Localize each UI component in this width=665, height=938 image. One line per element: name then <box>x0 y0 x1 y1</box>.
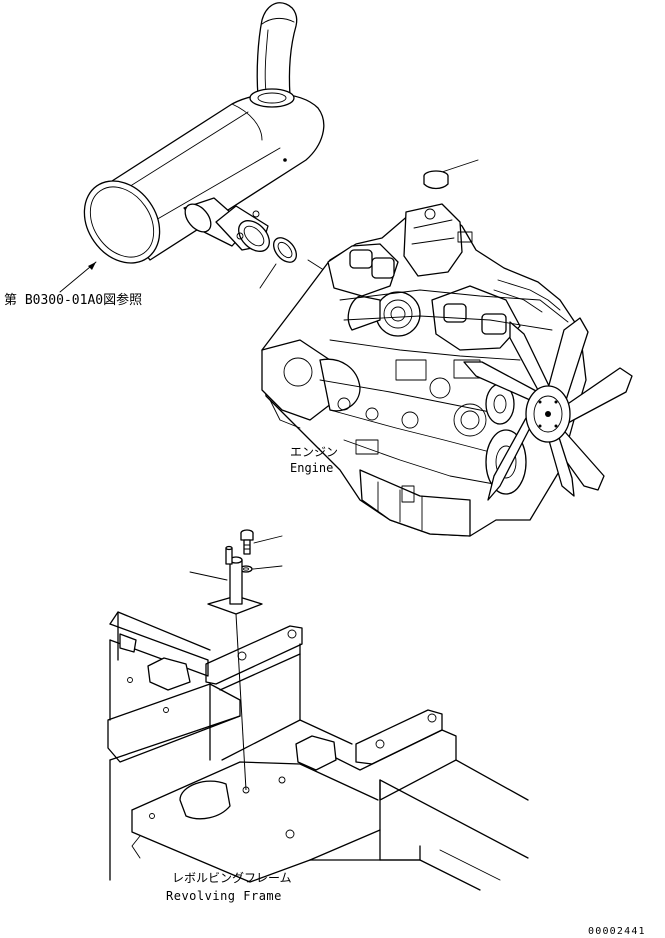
inlet-pipe <box>183 197 270 252</box>
engine-label-jp: エンジン <box>290 445 338 459</box>
reference-label: 第 B0300-01A0図参照 <box>4 292 142 308</box>
gasket-ring <box>273 237 297 263</box>
frame-label-jp: レボルビングフレーム <box>172 871 292 885</box>
cooling-fan <box>463 317 633 501</box>
engine <box>261 170 587 537</box>
mount-stand <box>207 545 263 615</box>
bolt <box>240 529 254 555</box>
leader-lines-mount <box>189 535 283 791</box>
muffler <box>83 2 325 264</box>
drawing-number: 00002441 <box>588 926 646 937</box>
revolving-frame <box>107 611 529 891</box>
engine-label-en: Engine <box>290 461 333 475</box>
frame-label-en: Revolving Frame <box>166 889 282 903</box>
